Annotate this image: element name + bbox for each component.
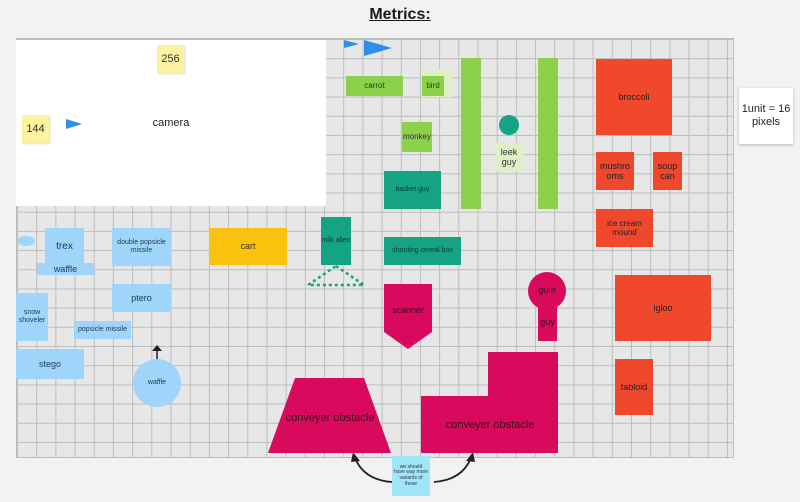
milk-alien-beam: [306, 265, 366, 287]
page-title: Metrics:: [369, 6, 431, 23]
ice-cream-mound-block[interactable]: ice cream mound: [596, 209, 653, 247]
conveyer-obstacle-trapezoid[interactable]: [267, 378, 392, 454]
tabloid-block[interactable]: tabloid: [615, 359, 653, 415]
basket-guy-block[interactable]: basket guy: [384, 171, 441, 209]
ptero-block[interactable]: ptero: [112, 284, 171, 312]
conveyer-obstacle-right-label: conveyer obstacle: [445, 418, 535, 431]
bird-label: bird: [422, 76, 444, 96]
green-pillar-left[interactable]: [461, 58, 481, 209]
broccoli-block[interactable]: broccoli: [596, 59, 672, 135]
scanner-shape[interactable]: [384, 284, 432, 350]
popsicle-missile-block[interactable]: popsicle missile: [74, 321, 131, 339]
conveyer-obstacle-left-label: conveyer obstacle: [285, 411, 375, 424]
conveyer-obstacle-stepped[interactable]: [421, 352, 559, 454]
mushrooms-block[interactable]: mushro oms: [596, 152, 634, 190]
gum-stick[interactable]: [538, 300, 557, 341]
unit-note[interactable]: 1unit = 16 pixels: [739, 88, 793, 144]
arrow-icon: [66, 119, 82, 129]
shooting-cereal-box-block[interactable]: shooting cereal box: [384, 237, 461, 265]
sticky-note-256[interactable]: 256: [157, 45, 184, 73]
stego-block[interactable]: stego: [16, 349, 84, 379]
curved-arrows-icon: [351, 452, 475, 483]
bird-block[interactable]: bird: [422, 69, 452, 97]
sticky-note-144[interactable]: 144: [22, 115, 49, 143]
teal-circle[interactable]: [499, 115, 519, 135]
gum-label: gum: [538, 284, 556, 295]
guy-label: guy: [540, 316, 555, 327]
snow-shoveler-block[interactable]: snow shoveler: [16, 293, 48, 341]
igloo-block[interactable]: igloo: [615, 275, 711, 341]
cart-block[interactable]: cart: [209, 228, 287, 265]
monkey-block[interactable]: monkey: [402, 122, 432, 152]
green-pillar-right[interactable]: [538, 58, 558, 209]
camera-label: camera: [152, 116, 190, 129]
carrot-block[interactable]: carrot: [346, 76, 403, 96]
waffle-circle[interactable]: waffle: [133, 359, 181, 407]
scanner-label: scanner: [391, 304, 425, 315]
trex-block[interactable]: trex: [45, 228, 84, 266]
variants-note[interactable]: we should have way more variants of thes…: [392, 456, 430, 496]
waffle-bar-block[interactable]: waffle: [37, 263, 94, 275]
blue-oval[interactable]: [17, 236, 35, 246]
milk-alien-block[interactable]: milk alien: [321, 217, 351, 265]
double-popsicle-missile-block[interactable]: double popsicle missile: [112, 228, 171, 266]
soup-can-block[interactable]: soup can: [653, 152, 682, 190]
arrow-pair-icon: [344, 40, 392, 56]
leek-guy-note[interactable]: leek guy: [495, 143, 523, 171]
